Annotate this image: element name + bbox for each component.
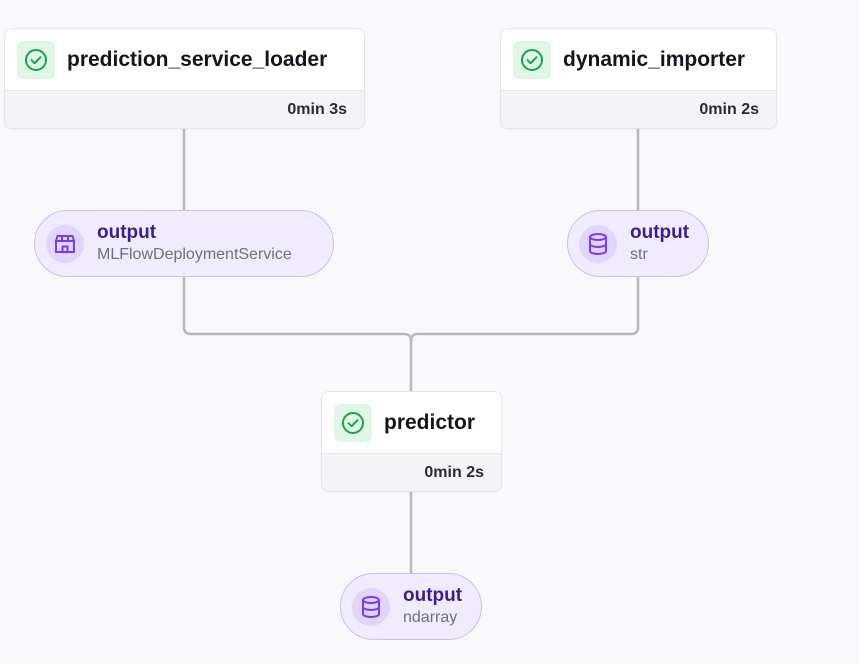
artifact-node-str[interactable]: output str [567, 210, 709, 277]
artifact-type: str [630, 246, 648, 263]
step-name: prediction_service_loader [67, 47, 328, 71]
edge-output-service-to-predictor [182, 276, 413, 393]
artifact-text: output MLFlowDeploymentService [97, 221, 292, 266]
artifact-title: output [403, 585, 463, 606]
step-name: dynamic_importer [563, 47, 746, 71]
step-duration: 0min 2s [501, 91, 776, 128]
database-icon [352, 587, 390, 626]
step-duration: 0min 3s [5, 91, 364, 128]
step-header: prediction_service_loader [5, 29, 364, 91]
artifact-node-ndarray[interactable]: output ndarray [340, 573, 482, 640]
step-node-dynamic-importer[interactable]: dynamic_importer 0min 2s [500, 28, 777, 129]
artifact-type: MLFlowDeploymentService [97, 246, 292, 263]
step-name: predictor [384, 410, 476, 434]
service-icon [46, 224, 84, 263]
step-header: dynamic_importer [501, 29, 776, 91]
check-circle-icon [17, 40, 55, 79]
artifact-title: output [630, 222, 690, 243]
edge-output-str-to-predictor [409, 276, 640, 343]
artifact-text: output str [630, 221, 689, 266]
step-duration: 0min 2s [322, 454, 501, 491]
step-header: predictor [322, 392, 501, 454]
step-node-predictor[interactable]: predictor 0min 2s [321, 391, 502, 492]
artifact-title: output [97, 222, 157, 243]
artifact-text: output ndarray [403, 584, 462, 629]
artifact-node-mlflow-service[interactable]: output MLFlowDeploymentService [34, 210, 334, 277]
check-circle-icon [513, 40, 551, 79]
check-circle-icon [334, 403, 372, 442]
step-node-prediction-service-loader[interactable]: prediction_service_loader 0min 3s [4, 28, 365, 129]
artifact-type: ndarray [403, 609, 458, 626]
database-icon [579, 224, 617, 263]
